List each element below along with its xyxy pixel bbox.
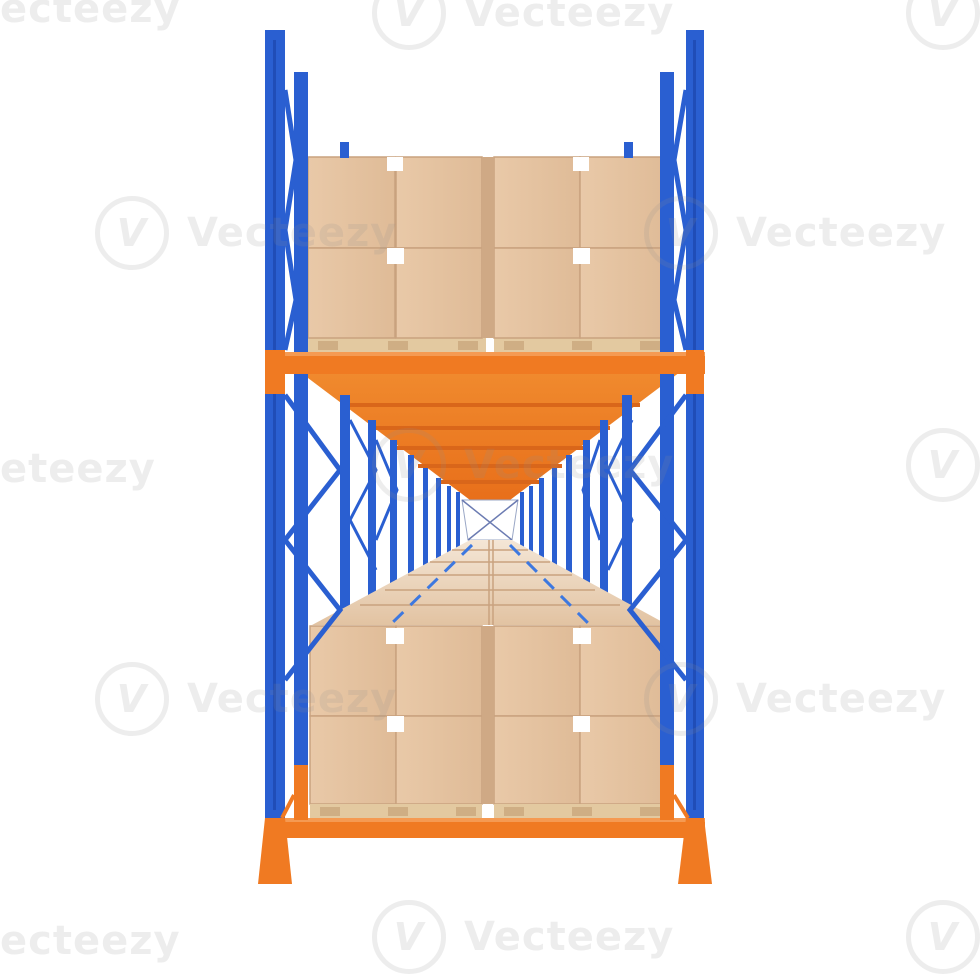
- rack-beams: [258, 350, 712, 884]
- lower-pallet-boxes: [309, 625, 668, 818]
- upper-pallet-boxes: [307, 156, 668, 352]
- receding-aisle: [300, 372, 680, 627]
- rack-uprights: [265, 30, 704, 820]
